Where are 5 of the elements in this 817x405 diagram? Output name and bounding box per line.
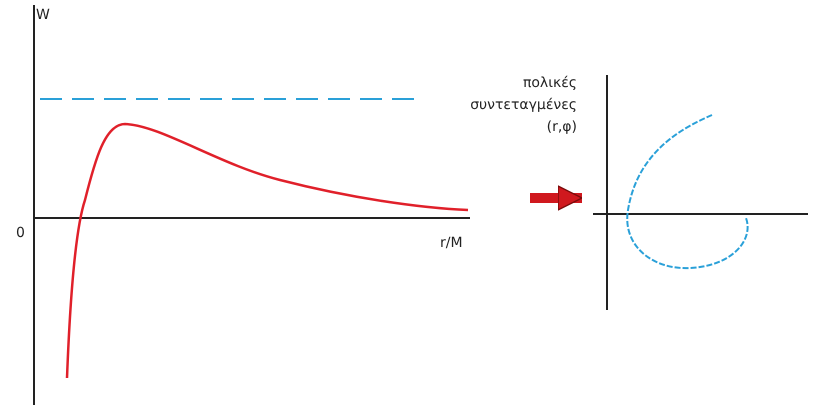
axis-label: W — [36, 6, 50, 25]
axis-label: 0 — [16, 224, 25, 243]
axis-label: r/M — [440, 234, 463, 253]
annotation: πολικές συντεταγμένες (r,φ) — [469, 74, 577, 137]
arrow — [530, 185, 583, 211]
